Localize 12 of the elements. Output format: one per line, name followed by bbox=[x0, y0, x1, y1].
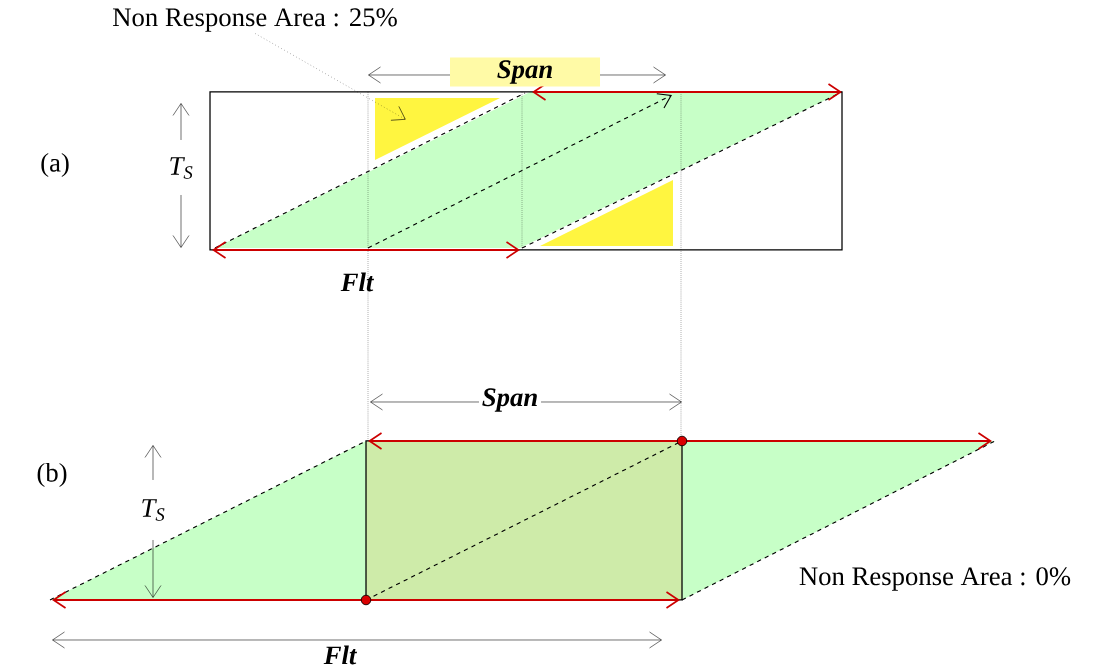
shaded-triangle bbox=[375, 98, 500, 160]
panel-label: (b) bbox=[37, 462, 67, 488]
dimension-label: Flt bbox=[323, 645, 357, 665]
dimension-label: Flt bbox=[340, 272, 374, 292]
leader-line bbox=[254, 33, 406, 121]
annotation-text: Non Response Area : 25% bbox=[113, 8, 397, 32]
dimension-label: T$_{S}$ bbox=[170, 157, 193, 179]
dimension-label: Span bbox=[479, 385, 542, 415]
panel-label: (a) bbox=[41, 152, 69, 178]
dimension-label: T$_{S}$ bbox=[142, 499, 165, 521]
annotation-text: Non Response Area : 0% bbox=[799, 567, 1071, 591]
dimension-label: Span bbox=[450, 57, 600, 87]
